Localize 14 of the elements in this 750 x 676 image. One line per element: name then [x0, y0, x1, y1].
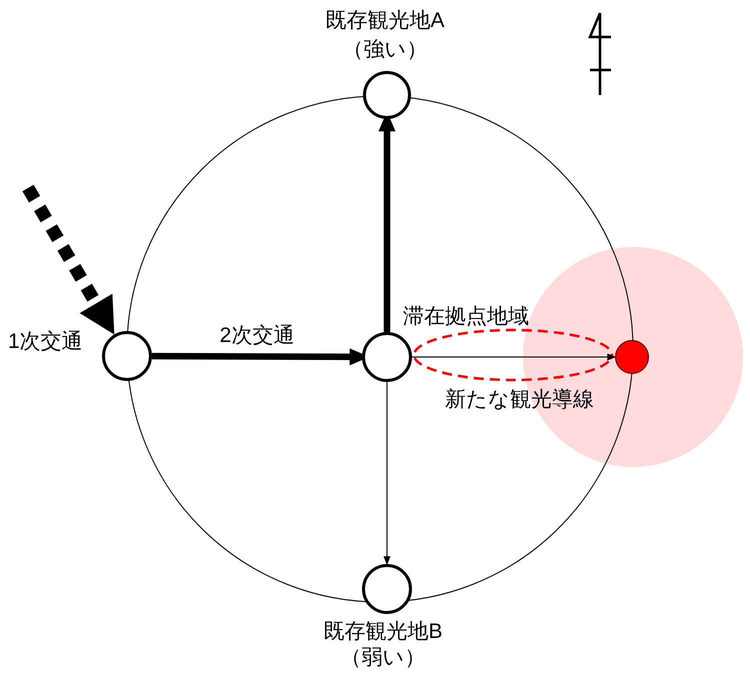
node-label: （弱い）	[340, 646, 426, 670]
node-label: 滞在拠点地域	[403, 304, 529, 330]
arrow	[412, 354, 616, 360]
edge-label: 1次交通	[8, 330, 83, 354]
edge-label: 新たな観光導線	[445, 388, 594, 412]
circle-node	[363, 71, 411, 119]
circle-node	[362, 332, 412, 382]
arrow	[384, 382, 390, 566]
node-label: 既存観光地B	[324, 620, 442, 644]
circle-node	[102, 331, 152, 381]
node-label: 既存観光地A	[326, 8, 444, 34]
circle-node	[362, 564, 412, 614]
node-label: （強い）	[342, 38, 428, 62]
edge-label: 2次交通	[220, 324, 294, 348]
